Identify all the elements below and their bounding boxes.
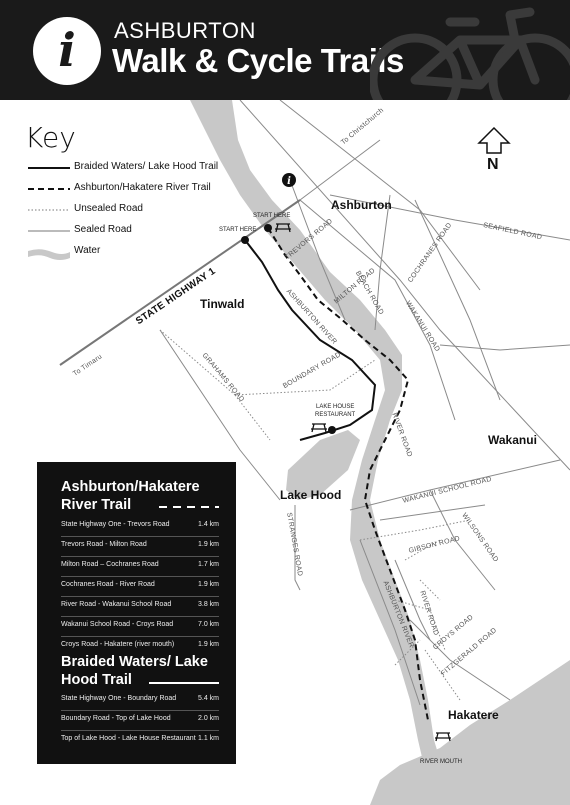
river-trail <box>267 227 429 721</box>
braided-waters-trail <box>244 239 377 441</box>
lake-house-label: LAKE HOUSE <box>316 404 355 410</box>
place-wakanui: Wakanui <box>488 433 537 447</box>
map-canvas: i <box>28 100 570 805</box>
place-hakatere: Hakatere <box>448 708 499 722</box>
picnic-table-icon <box>435 732 451 742</box>
picnic-table-icon <box>311 423 327 433</box>
unsealed-roads <box>159 329 471 701</box>
water-area <box>190 100 570 805</box>
key-swatch-water <box>28 249 70 260</box>
trail-distance-panel: Ashburton/Hakatere River Trail State Hig… <box>37 462 236 764</box>
lake-trail-row: Top of Lake Hood - Lake House Restaurant… <box>61 735 219 742</box>
river-trail-title-2: River Trail <box>61 497 132 513</box>
info-icon <box>282 173 296 187</box>
river-trail-title: Ashburton/Hakatere <box>61 479 200 495</box>
start-here-label: START HERE <box>219 227 257 233</box>
solid-symbol <box>149 682 219 684</box>
north-label: N <box>487 156 499 173</box>
river-trail-row: Croys Road - Hakatere (river mouth)1.9 k… <box>61 641 219 648</box>
picnic-table-icon <box>275 223 291 233</box>
sealed-roads <box>59 100 570 706</box>
info-icon: i <box>33 17 101 85</box>
river-mouth-label: RIVER MOUTH <box>420 759 462 765</box>
start-marker <box>241 236 249 244</box>
place-ashburton: Ashburton <box>331 198 392 212</box>
bicycle-icon <box>370 7 570 100</box>
start-here-label: START HERE <box>253 213 291 219</box>
title-small: ASHBURTON <box>114 18 256 43</box>
page-title: Walk & Cycle Trails <box>112 42 404 79</box>
key-title: Key <box>25 121 76 154</box>
north-arrow-icon <box>477 126 511 154</box>
header-banner: i ASHBURTON Walk & Cycle Trails <box>0 0 570 100</box>
start-marker <box>264 224 272 232</box>
place-lake-hood: Lake Hood <box>280 488 342 502</box>
svg-text:i: i <box>287 176 291 187</box>
lake-trail-title-2: Hood Trail <box>61 672 132 688</box>
lake-house-marker <box>328 426 336 434</box>
lake-trail-title: Braided Waters/ Lake <box>61 654 208 670</box>
dash-symbol <box>159 506 219 508</box>
place-tinwald: Tinwald <box>200 297 245 311</box>
restaurant-label: RESTAURANT <box>315 412 356 418</box>
